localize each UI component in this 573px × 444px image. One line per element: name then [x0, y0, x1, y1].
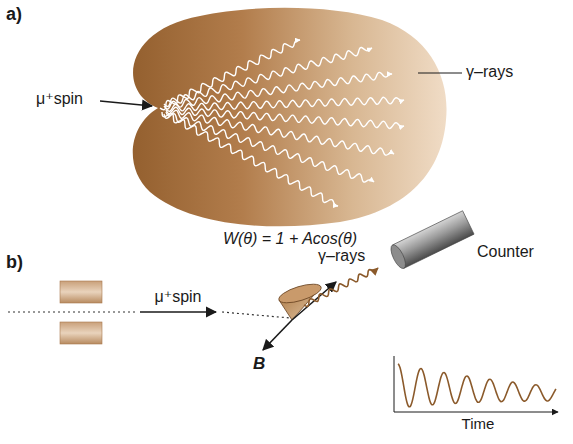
counter-label: Counter [477, 243, 534, 260]
beam-line [222, 312, 290, 318]
formula-holder: W(θ) = 1 + Acos(θ) [223, 230, 357, 248]
gamma-label: γ–rays [318, 247, 365, 264]
gamma-ray-bundle [160, 40, 404, 206]
leader-line [418, 73, 462, 74]
signal-curve [398, 364, 556, 407]
axis-label-holder: Time [462, 415, 495, 432]
gamma-ray [304, 268, 378, 306]
collimator-block [60, 281, 102, 303]
field-arrow [263, 320, 292, 350]
spin-label-holder: μ⁺spin [36, 90, 83, 108]
counter-face [388, 243, 408, 271]
gamma-ray [166, 107, 404, 128]
field-label-holder: B [253, 354, 265, 374]
counter-label-holder: Counter [477, 243, 534, 261]
gamma-label-holder: γ–rays [318, 247, 365, 265]
panel-label: a) [6, 4, 22, 24]
gamma-ray [164, 72, 392, 109]
gamma-label-holder: γ–rays [466, 63, 513, 81]
panel-label: b) [6, 252, 23, 272]
spin-label: μ⁺spin [36, 90, 83, 107]
spin-label-holder: μ⁺spin [154, 288, 201, 306]
precession-signal [398, 364, 556, 407]
plot-axis [394, 356, 395, 412]
time-axis [394, 412, 558, 413]
gamma-ray [164, 47, 372, 106]
counter-detector [388, 211, 474, 271]
gamma-ray [162, 112, 338, 206]
axis-label: Time [462, 415, 495, 432]
precession-cone-rim [277, 280, 323, 306]
gamma-ray [160, 40, 300, 110]
formula: W(θ) = 1 + Acos(θ) [223, 230, 357, 247]
spin-label: μ⁺spin [154, 288, 201, 305]
panel-label-holder: a) [6, 4, 22, 25]
panel-label-holder: b) [6, 252, 23, 273]
spin-arrow [100, 101, 152, 106]
gamma-ray [304, 268, 378, 306]
field-label: B [253, 354, 265, 373]
plot-inset [386, 350, 566, 436]
gamma-label: γ–rays [466, 63, 513, 80]
spin-arrow [140, 311, 216, 313]
collimator-block [60, 322, 102, 344]
emission-lobe [133, 8, 447, 227]
gamma-ray [166, 110, 394, 155]
beam-line [8, 311, 136, 312]
